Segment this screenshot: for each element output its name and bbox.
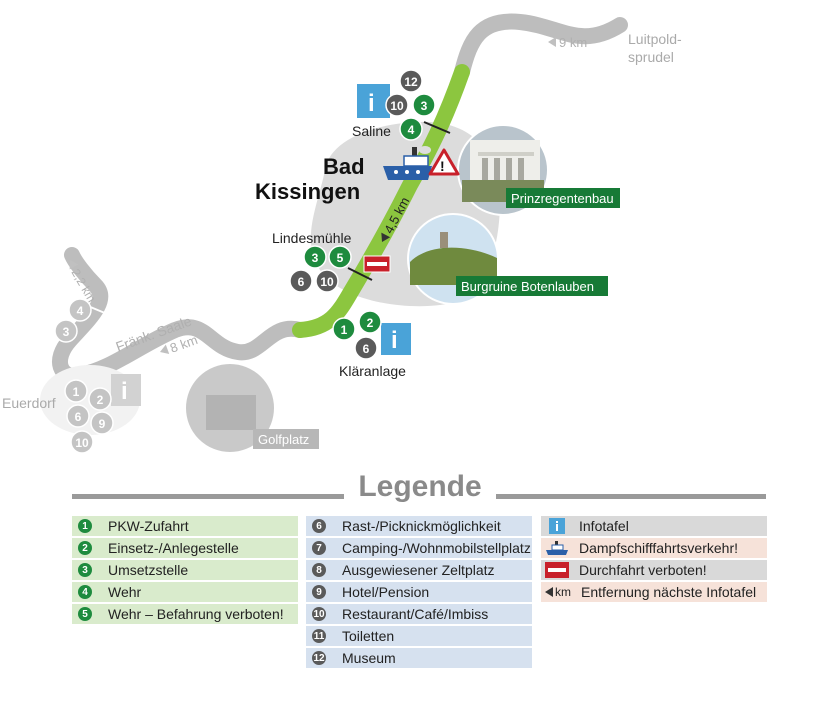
svg-text:10: 10	[75, 436, 89, 450]
info-icon	[545, 518, 569, 534]
svg-text:4: 4	[77, 304, 84, 318]
no-entry-icon	[545, 562, 569, 578]
marker-saline-12: 12	[399, 69, 423, 93]
marker-linde-10: 10	[315, 269, 339, 293]
label-klaeranlage: Kläranlage	[339, 363, 406, 379]
svg-text:9: 9	[99, 417, 106, 431]
marker-euer-9: 9	[90, 411, 114, 435]
svg-text:2: 2	[367, 316, 374, 330]
svg-text:Prinzregentenbau: Prinzregentenbau	[511, 191, 614, 206]
steamboat-icon	[383, 146, 432, 180]
marker-linde-5: 5	[328, 245, 352, 269]
marker-euer-1: 1	[64, 379, 88, 403]
marker-klaer-6: 6	[354, 336, 378, 360]
weir-west	[87, 305, 113, 317]
weir-lindesmuehle	[347, 267, 373, 281]
no-entry-sign	[363, 255, 391, 273]
svg-text:Burgruine Botenlauben: Burgruine Botenlauben	[461, 279, 594, 294]
svg-text:i: i	[121, 378, 128, 405]
steamboat-icon	[545, 540, 569, 556]
distance-north: 9 km	[548, 35, 587, 50]
marker-linde-3: 3	[303, 245, 327, 269]
legend-title: Legende	[358, 470, 482, 503]
label-saline: Saline	[352, 123, 391, 139]
svg-text:i: i	[391, 327, 398, 354]
marker-euer-2: 2	[88, 387, 112, 411]
info-sign-klaeranlage: i	[381, 323, 411, 355]
label-euerdorf: Euerdorf	[2, 395, 56, 411]
marker-klaer-2: 2	[358, 310, 382, 334]
marker-saline-4: 4	[399, 117, 423, 141]
svg-text:6: 6	[363, 342, 370, 356]
marker-euer-6: 6	[66, 404, 90, 428]
label-luitpold-2: sprudel	[628, 49, 674, 65]
svg-text:3: 3	[63, 325, 70, 339]
legend-item-infotafel: Infotafel	[541, 516, 767, 536]
marker-saline-10: 10	[385, 93, 409, 117]
svg-text:4: 4	[408, 123, 415, 137]
svg-text:2: 2	[97, 393, 104, 407]
weir-saline	[423, 121, 451, 134]
photo-golfplatz: Golfplatz	[184, 362, 319, 454]
svg-text:1: 1	[341, 323, 348, 337]
legend-item-durchfahrt: Durchfahrt verboten!	[541, 560, 767, 580]
marker-west-3: 3	[54, 319, 78, 343]
marker-klaer-1: 1	[332, 317, 356, 341]
label-town-1: Bad	[323, 154, 365, 179]
svg-text:!: !	[440, 158, 445, 174]
river-north-gray	[454, 13, 628, 80]
svg-text:10: 10	[320, 275, 334, 289]
legend-item-dampfschiff: Dampfschifffahrtsverkehr!	[541, 538, 767, 558]
marker-saline-3: 3	[412, 93, 436, 117]
label-luitpold-1: Luitpold-	[628, 31, 682, 47]
svg-text:6: 6	[298, 275, 305, 289]
legend-rule-right	[496, 494, 766, 499]
marker-linde-6: 6	[289, 269, 313, 293]
svg-text:9 km: 9 km	[559, 35, 587, 50]
svg-text:6: 6	[75, 410, 82, 424]
svg-text:Golfplatz: Golfplatz	[258, 432, 309, 447]
svg-text:1: 1	[73, 385, 80, 399]
photo-burgruine: Burgruine Botenlauben	[407, 213, 608, 305]
label-town-2: Kissingen	[255, 179, 360, 204]
info-sign-saline: i	[357, 84, 390, 118]
svg-text:i: i	[368, 90, 375, 117]
svg-text:10: 10	[390, 99, 404, 113]
svg-text:3: 3	[421, 99, 428, 113]
marker-west-4: 4	[68, 298, 92, 322]
label-lindesmuehle: Lindesmühle	[272, 230, 352, 246]
legend-col-symbols: Infotafel Dampfschifffahrtsverkehr! Durc…	[541, 516, 767, 604]
photo-prinzregentenbau: Prinzregentenbau	[457, 124, 620, 216]
svg-text:3: 3	[312, 251, 319, 265]
km-arrow-icon: km	[545, 584, 571, 600]
marker-euer-10: 10	[70, 430, 94, 454]
info-sign-euerdorf: i	[111, 374, 141, 406]
svg-text:5: 5	[337, 251, 344, 265]
warning-icon: !	[428, 148, 460, 176]
legend-item-entfernung: km Entfernung nächste Infotafel	[541, 582, 767, 602]
legend-rule-left	[72, 494, 344, 499]
svg-text:12: 12	[404, 75, 418, 89]
river-green	[292, 64, 470, 338]
